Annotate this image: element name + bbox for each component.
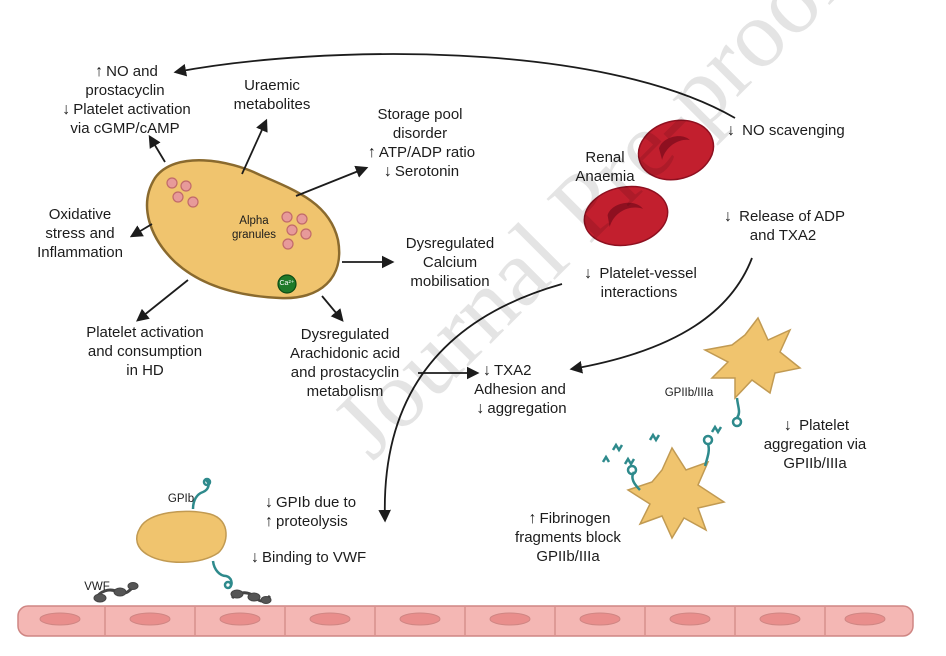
arrow-vessel-to-vwf	[378, 283, 563, 523]
label-alpha-granules: Alpha granules	[231, 215, 277, 241]
label-vwf: VWF	[84, 581, 110, 593]
arrow-to-storage-pool	[295, 165, 369, 197]
main-platelet	[145, 159, 341, 300]
label-calcium: Dysregulated Calcium mobilisation	[405, 235, 495, 290]
label-platelet-vessel: ↓ Platelet-vessel interactions	[584, 265, 697, 301]
vwf-strands	[93, 582, 272, 604]
label-oxidative: Oxidative stress and Inflammation	[37, 206, 123, 261]
gpib-platelet	[135, 510, 227, 563]
label-txa2: ↓TXA2 Adhesion and ↓aggregation	[474, 362, 567, 417]
activated-platelet-bottom	[626, 446, 726, 540]
label-no-scavenging: ↓ NO scavenging	[727, 122, 845, 139]
receptors	[191, 397, 743, 590]
label-binding-vwf: ↓Binding to VWF	[251, 549, 367, 566]
label-arachidonic: Dysregulated Arachidonic acid and prosta…	[289, 326, 401, 400]
label-fibrinogen: ↑Fibrinogen fragments block GPIIb/IIIa	[515, 510, 621, 565]
label-gpib-proteolysis: ↓GPIb due to ↑proteolysis	[265, 494, 357, 530]
arrow-to-platelet-hd	[136, 279, 189, 322]
arrow-to-uraemic	[241, 118, 268, 175]
arrows	[129, 53, 753, 523]
arrow-to-oxidative	[129, 223, 153, 238]
label-gpiib-aggregation: ↓ Platelet aggregation via GPIIb/IIIa	[763, 417, 867, 472]
label-gpib: GPIb	[167, 493, 195, 505]
label-no-prostacyclin: ↑NO and prostacyclin ↓Platelet activatio…	[62, 63, 191, 137]
arrow-to-arachidonic	[321, 295, 344, 322]
arrow-no-scavenging-to-no	[173, 53, 736, 119]
label-uraemic: Uraemic metabolites	[233, 77, 311, 113]
label-platelet-hd: Platelet activation and consumption in H…	[86, 324, 204, 379]
label-gpiib-small: GPIIb/IIIa	[664, 387, 714, 399]
label-renal-anaemia: Renal Anaemia	[575, 149, 635, 185]
label-release-adp: ↓ Release of ADP and TXA2	[723, 208, 846, 244]
endothelium-layer	[17, 605, 914, 637]
label-storage-pool: Storage pool disorder ↑ATP/ADP ratio ↓Se…	[367, 106, 476, 180]
activated-platelet-top	[702, 316, 802, 400]
arrow-adp-to-txa2	[569, 257, 753, 374]
arrow-to-no-prostacyclin	[148, 134, 166, 163]
calcium-label: Ca²⁺	[279, 280, 295, 287]
calcium-store-icon	[277, 274, 297, 294]
